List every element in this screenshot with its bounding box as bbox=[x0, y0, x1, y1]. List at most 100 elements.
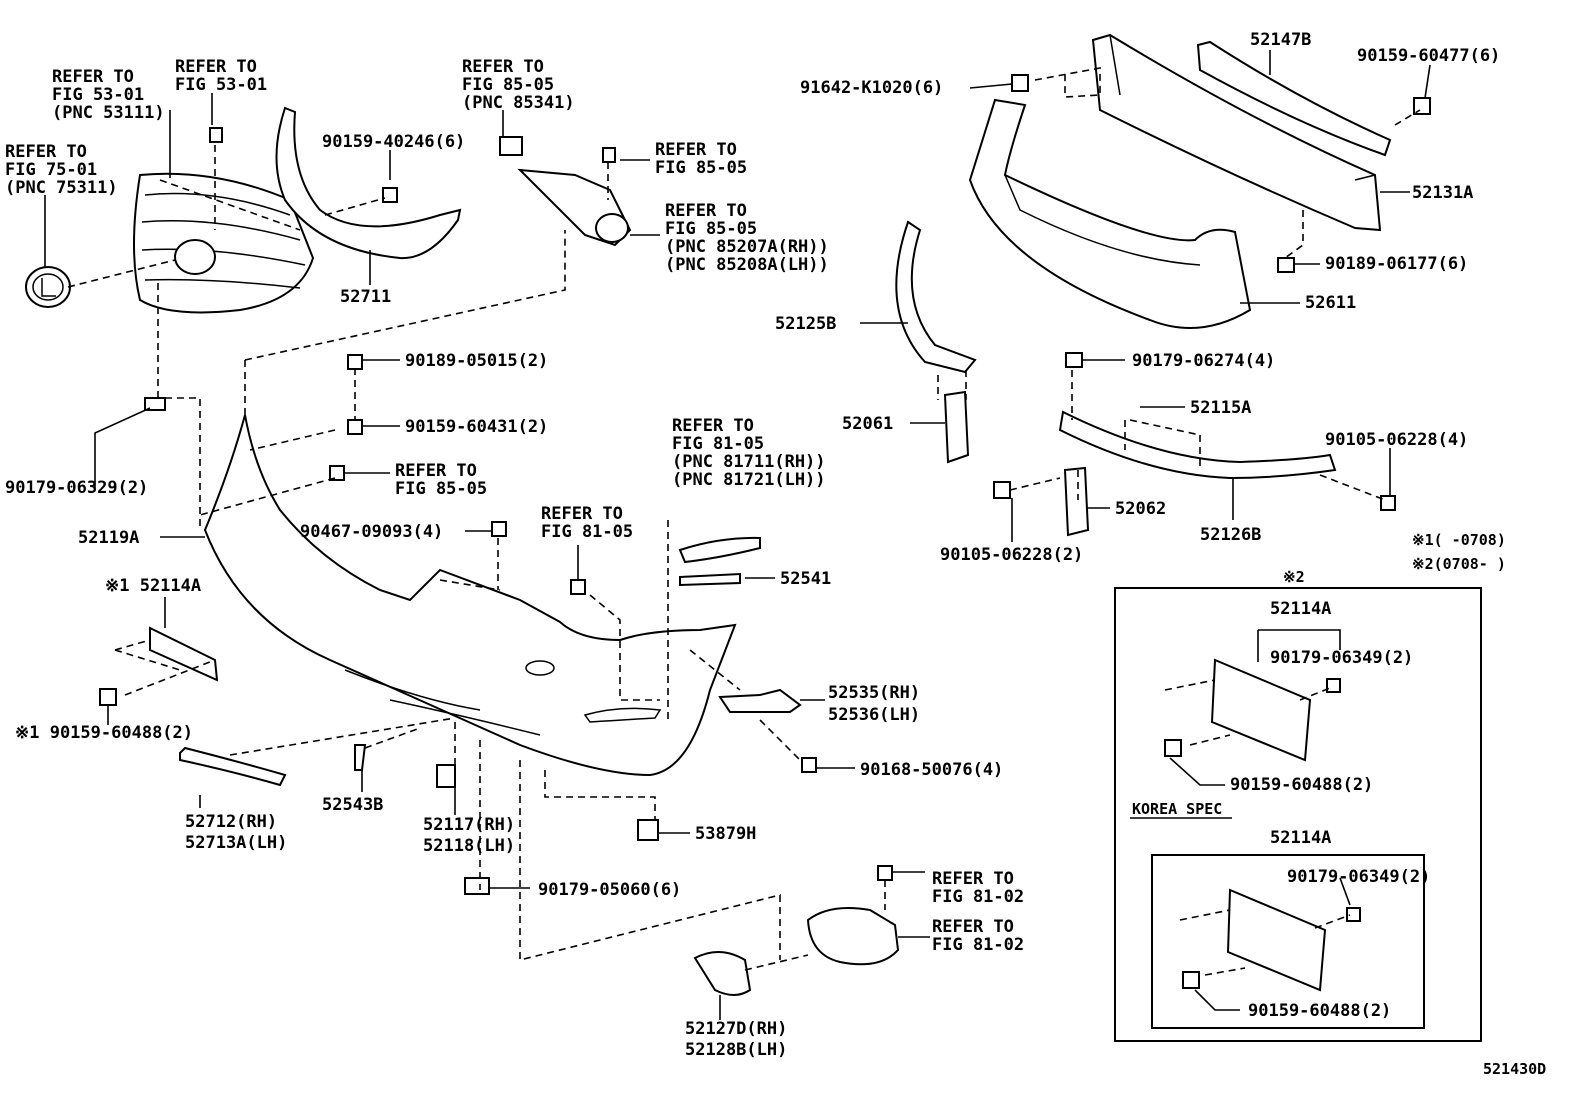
part-label-52062: 52062 bbox=[1115, 499, 1166, 519]
bumper-reinforcement-illustration bbox=[1091, 33, 1382, 232]
callout-refer-53-01: REFER TO FIG 53-01 bbox=[175, 57, 267, 95]
part-label-53879h: 53879H bbox=[695, 824, 756, 844]
callout-line: FIG 85-05 bbox=[395, 479, 487, 499]
part-label-52126b: 52126B bbox=[1200, 525, 1261, 545]
part-label-52711: 52711 bbox=[340, 287, 391, 307]
callout-line: REFER TO bbox=[932, 869, 1014, 889]
callout-refer-85-05-pnc-85341: REFER TO FIG 85-05 (PNC 85341) bbox=[462, 57, 575, 113]
callout-line: (PNC 81721(LH)) bbox=[672, 470, 826, 490]
fog-lamp-bezel-illustration bbox=[693, 951, 752, 996]
license-bracket-box-illustrations bbox=[1210, 658, 1327, 992]
part-label-90159-60488-left: ※1 90159-60488(2) bbox=[15, 723, 193, 743]
callout-line: FIG 81-02 bbox=[932, 887, 1024, 907]
callout-line: FIG 81-05 bbox=[672, 434, 764, 454]
callout-line: FIG 53-01 bbox=[52, 85, 144, 105]
bracket-52061-illustration bbox=[943, 390, 970, 464]
box-part-label-52114a-a: 52114A bbox=[1270, 599, 1331, 619]
leader-lines bbox=[44, 50, 1431, 1020]
part-label-90179-06329: 90179-06329(2) bbox=[5, 478, 148, 498]
callout-line: FIG 85-05 bbox=[462, 75, 554, 95]
callout-line: (PNC 85207A(RH)) bbox=[665, 237, 829, 257]
callout-line: REFER TO bbox=[541, 504, 623, 524]
callout-line: (PNC 75311) bbox=[5, 178, 118, 198]
box-part-label-90179-06349-b: 90179-06349(2) bbox=[1287, 867, 1430, 887]
fasteners-illustration bbox=[99, 74, 1431, 989]
bracket-52062-illustration bbox=[1063, 466, 1090, 537]
callout-line: FIG 53-01 bbox=[175, 75, 267, 95]
part-label-52543b: 52543B bbox=[322, 795, 383, 815]
callout-line: REFER TO bbox=[5, 142, 87, 162]
part-label-52712: 52712(RH) bbox=[185, 812, 277, 832]
part-label-52127d: 52127D(RH) bbox=[685, 1019, 787, 1039]
part-label-90179-05060: 90179-05060(6) bbox=[538, 880, 681, 900]
callout-refer-85-05-b: REFER TO FIG 85-05 bbox=[655, 140, 747, 178]
callout-line: (PNC 85208A(LH)) bbox=[665, 255, 829, 275]
part-label-90189-05015: 90189-05015(2) bbox=[405, 351, 548, 371]
emblem-illustration bbox=[25, 266, 71, 308]
callout-refer-81-05-pnc-81711: REFER TO FIG 81-05 (PNC 81711(RH)) (PNC … bbox=[672, 416, 826, 490]
callout-refer-81-05-b: REFER TO FIG 81-05 bbox=[541, 504, 633, 542]
fog-lamp-illustration bbox=[806, 907, 900, 966]
license-bracket-left-illustration bbox=[149, 626, 219, 682]
part-label-90159-40246: 90159-40246(6) bbox=[322, 132, 465, 152]
part-label-90179-06274: 90179-06274(4) bbox=[1132, 351, 1275, 371]
callout-refer-81-02-a: REFER TO FIG 81-02 bbox=[932, 869, 1024, 907]
note-mark-1: ※1( -0708) bbox=[1412, 531, 1506, 549]
callout-line: REFER TO bbox=[395, 461, 477, 481]
part-label-52131a: 52131A bbox=[1412, 183, 1473, 203]
part-label-52125b: 52125B bbox=[775, 314, 836, 334]
bumper-support-upper-illustration bbox=[1196, 40, 1392, 157]
bumper-cover-illustration bbox=[203, 414, 737, 777]
callout-line: FIG 75-01 bbox=[5, 160, 97, 180]
part-label-52117: 52117(RH) bbox=[423, 815, 515, 835]
assembly-dashed-lines bbox=[67, 67, 1421, 976]
side-bracket-illustration bbox=[718, 688, 802, 713]
callout-line: (PNC 53111) bbox=[52, 103, 165, 123]
callout-line: REFER TO bbox=[52, 67, 134, 87]
part-label-52061: 52061 bbox=[842, 414, 893, 434]
diagram-code: 521430D bbox=[1483, 1060, 1546, 1078]
callout-line: FIG 81-02 bbox=[932, 935, 1024, 955]
korea-spec-detail-box bbox=[1151, 854, 1425, 1029]
callout-line: REFER TO bbox=[462, 57, 544, 77]
grille-molding-illustration bbox=[275, 106, 462, 260]
box-part-label-90159-60488-a: 90159-60488(2) bbox=[1230, 775, 1373, 795]
callout-line: FIG 81-05 bbox=[541, 522, 633, 542]
callout-line: REFER TO bbox=[672, 416, 754, 436]
callout-line: FIG 85-05 bbox=[655, 158, 747, 178]
callout-line: REFER TO bbox=[932, 917, 1014, 937]
box-part-label-52114a-b: 52114A bbox=[1270, 828, 1331, 848]
callout-line: REFER TO bbox=[175, 57, 257, 77]
callout-refer-53-01-pnc-53111: REFER TO FIG 53-01 (PNC 53111) bbox=[52, 67, 165, 123]
part-label-52118: 52118(LH) bbox=[423, 836, 515, 856]
lower-retainer-illustration bbox=[1058, 410, 1337, 480]
callout-line: (PNC 85341) bbox=[462, 93, 575, 113]
small-clips-illustration bbox=[144, 397, 1361, 922]
callout-line: REFER TO bbox=[665, 201, 747, 221]
part-label-90168-50076: 90168-50076(4) bbox=[860, 760, 1003, 780]
korea-spec-label: KOREA SPEC bbox=[1132, 800, 1222, 818]
part-label-52128b: 52128B(LH) bbox=[685, 1040, 787, 1060]
callout-line: REFER TO bbox=[655, 140, 737, 160]
part-label-52535: 52535(RH) bbox=[828, 683, 920, 703]
part-label-52147b: 52147B bbox=[1250, 30, 1311, 50]
part-label-90105-06228-2: 90105-06228(2) bbox=[940, 545, 1083, 565]
callout-refer-85-05-pnc-85207a: REFER TO FIG 85-05 (PNC 85207A(RH)) (PNC… bbox=[665, 201, 829, 275]
lower-molding-illustration bbox=[179, 746, 287, 787]
energy-absorber-illustration bbox=[968, 98, 1252, 329]
part-label-91642-k1020: 91642-K1020(6) bbox=[800, 78, 943, 98]
part-label-52541: 52541 bbox=[780, 569, 831, 589]
radiator-grille-illustration bbox=[133, 172, 315, 314]
part-label-52114a-left: ※1 52114A bbox=[105, 576, 201, 596]
side-retainer-illustration bbox=[895, 220, 977, 374]
side-marker-illustration bbox=[678, 536, 761, 587]
note-mark-2: ※2(0708- ) bbox=[1412, 555, 1506, 573]
part-label-52119a: 52119A bbox=[78, 528, 139, 548]
box-part-label-90159-60488-b: 90159-60488(2) bbox=[1248, 1001, 1391, 1021]
callout-refer-75-01-pnc-75311: REFER TO FIG 75-01 (PNC 75311) bbox=[5, 142, 118, 198]
part-label-90467-09093: 90467-09093(4) bbox=[300, 522, 443, 542]
mark2-detail-box bbox=[1114, 587, 1482, 1042]
box-part-label-90179-06349-a: 90179-06349(2) bbox=[1270, 648, 1413, 668]
part-label-90189-06177: 90189-06177(6) bbox=[1325, 254, 1468, 274]
